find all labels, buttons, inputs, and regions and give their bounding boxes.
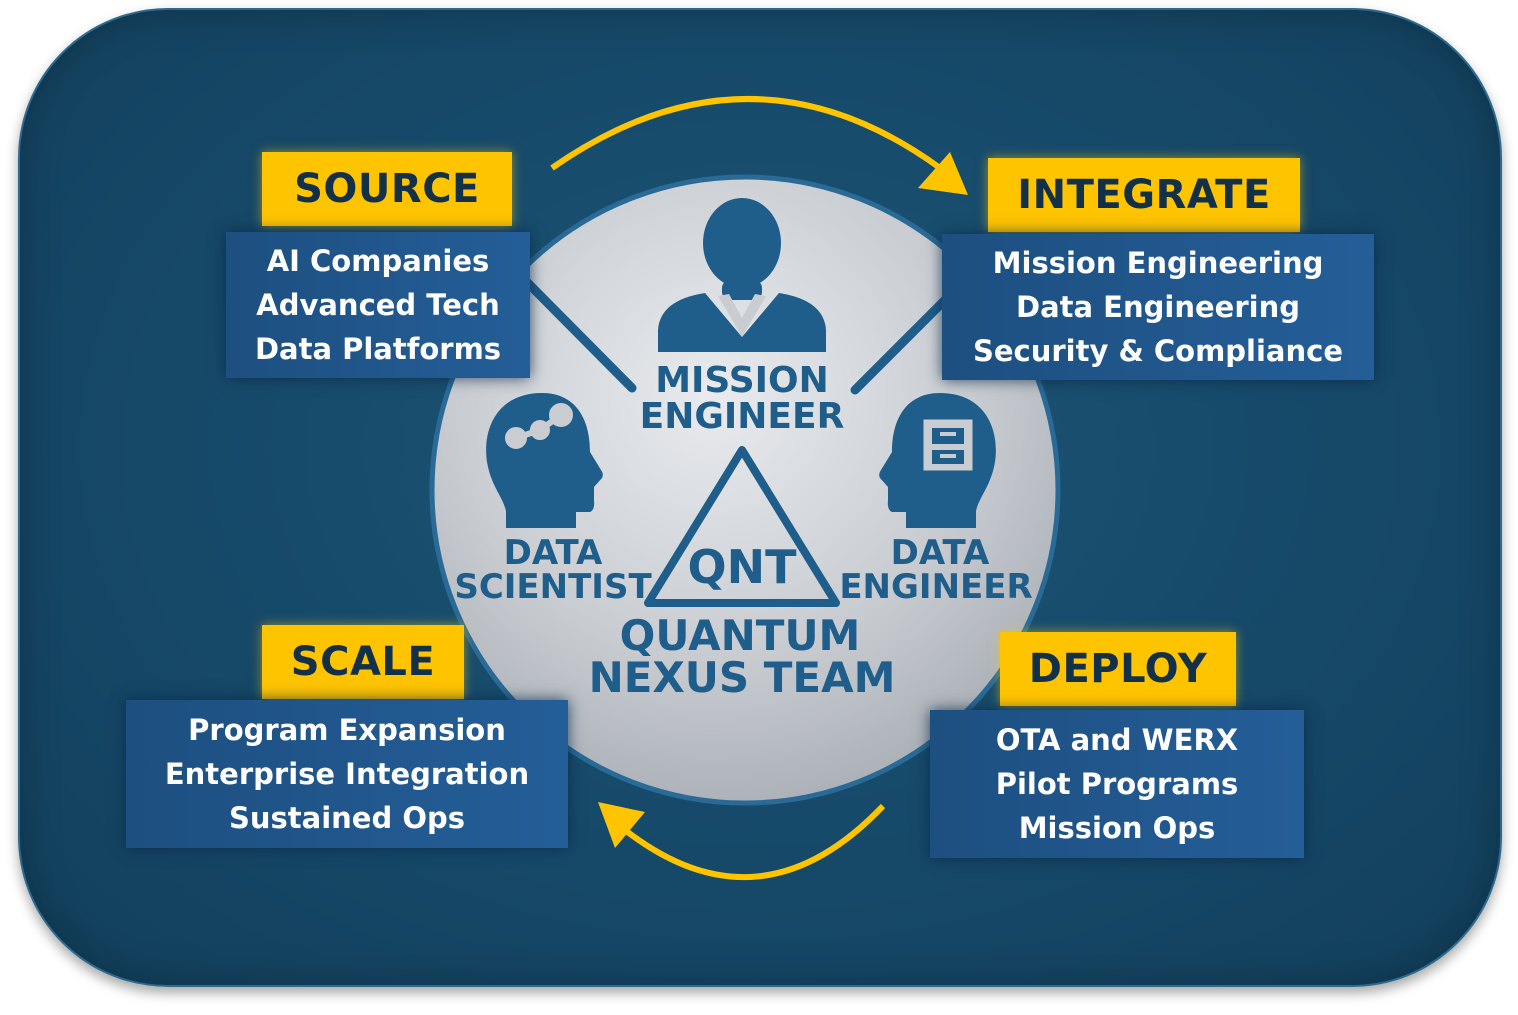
stage-item: Data Engineering [1016,290,1300,324]
stage-item: Security & Compliance [972,334,1344,368]
stage-box-source: AI Companies Advanced Tech Data Platform… [226,232,530,378]
head-network-icon [486,393,603,528]
stage-item: Program Expansion [188,713,506,747]
stage-box-integrate: Mission Engineering Data Engineering Sec… [942,234,1374,380]
data-engineer-line1: DATA [891,533,990,573]
stage-item: Pilot Programs [995,767,1239,801]
person-icon [658,198,826,352]
arrow-bottom [623,803,886,881]
stage-item: Mission Engineering [992,246,1324,280]
connector-line-source [505,260,637,393]
stage-box-deploy: OTA and WERX Pilot Programs Mission Ops [930,710,1304,858]
person-collar-detail [718,294,766,337]
stage-item: Data Platforms [254,332,502,366]
stage-label-deploy: DEPLOY [1000,632,1236,706]
team-name-line1: QUANTUM [620,611,861,660]
stage-item: Enterprise Integration [164,757,530,791]
center-circle [429,174,1061,806]
data-scientist-line2: SCIENTIST [454,567,652,607]
team-name-line2: NEXUS TEAM [589,653,896,702]
stage-item: Mission Ops [1018,811,1216,845]
head-server-icon [879,393,996,528]
qnt-triangle [644,446,840,607]
stage-item: Sustained Ops [228,801,465,835]
stage-label-source: SOURCE [262,152,512,226]
arrow-top-head [918,152,968,195]
stage-item: Advanced Tech [256,288,500,322]
stage-label-integrate: INTEGRATE [988,158,1300,232]
qnt-acronym: QNT [688,540,798,594]
arrow-bottom-head [598,802,645,848]
arrow-top [550,96,942,171]
stage-label-scale: SCALE [262,625,464,699]
stage-box-scale: Program Expansion Enterprise Integration… [126,700,568,848]
mission-engineer-line1: MISSION [655,360,829,401]
data-engineer-line2: ENGINEER [839,567,1032,607]
data-scientist-line1: DATA [504,533,603,573]
stage-item: OTA and WERX [995,723,1239,757]
mission-engineer-line2: ENGINEER [640,396,845,437]
stage-item: AI Companies [266,244,490,278]
